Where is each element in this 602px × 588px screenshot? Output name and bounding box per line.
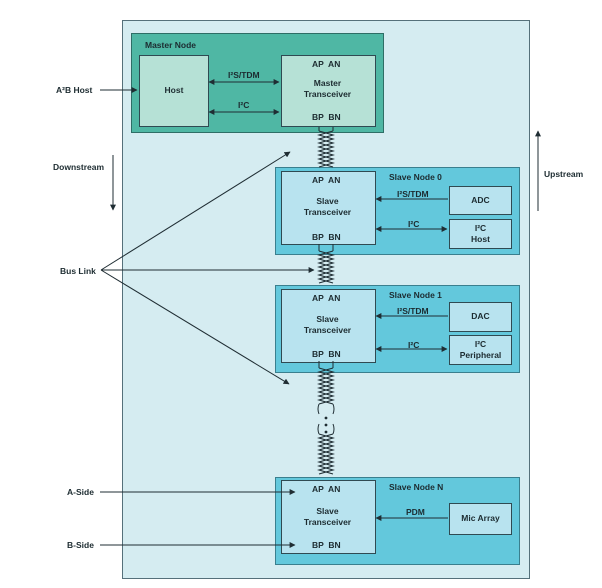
slave-0-trans-line2: Transceiver xyxy=(303,207,352,218)
twisted-pair-wire xyxy=(316,250,336,284)
slave-n-bp-bn: BP BN xyxy=(312,540,341,550)
master-ap-an: AP AN xyxy=(312,59,341,69)
slave-node-0-title: Slave Node 0 xyxy=(389,172,442,182)
bus-link-arrow-3 xyxy=(100,269,290,385)
master-transceiver-line2: Transceiver xyxy=(303,89,352,100)
master-host-label: Host xyxy=(164,85,184,96)
ellipsis-dot-3 xyxy=(324,430,328,434)
slave-node-1-title: Slave Node 1 xyxy=(389,290,442,300)
slave-0-transceiver-label: Slave Transceiver xyxy=(281,196,374,219)
slave-0-adc-box: ADC xyxy=(449,186,512,215)
master-link-i2c: I²C xyxy=(238,100,250,110)
master-transceiver-label: Master Transceiver xyxy=(281,78,374,101)
a-side-label: A-Side xyxy=(67,487,94,497)
slave-0-trans-line1: Slave xyxy=(316,196,339,206)
slave-n-trans-line2: Transceiver xyxy=(303,517,352,528)
master-transceiver xyxy=(281,55,376,127)
slave-1-bp-bn: BP BN xyxy=(312,349,341,359)
bus-connector-brackets xyxy=(317,127,335,435)
slave-0-bp-bn: BP BN xyxy=(312,232,341,242)
a2b-host-label: A²B Host xyxy=(56,85,93,95)
slave-1-i2c-peripheral-box: I²C Peripheral xyxy=(449,335,512,365)
slave-1-link-i2c: I²C xyxy=(408,340,420,350)
slave-1-ap-an: AP AN xyxy=(312,293,341,303)
slave-0-transceiver xyxy=(281,171,376,245)
slave-1-i2c-peripheral-line2: Peripheral xyxy=(459,350,502,360)
slave-1-transceiver xyxy=(281,289,376,363)
slave-node-n-title: Slave Node N xyxy=(389,482,444,492)
slave-1-i2c-peripheral-line1: I²C xyxy=(474,338,487,349)
slave-n-mic-array-box: Mic Array xyxy=(449,503,512,535)
master-host-box: Host xyxy=(139,55,209,127)
bus-link-arrow-1 xyxy=(100,151,291,271)
slave-0-i2c-host-line2: Host xyxy=(471,234,490,244)
slave-1-link-i2s: I²S/TDM xyxy=(397,306,429,316)
slave-0-i2c-host-line1: I²C xyxy=(474,222,487,233)
bus-link-label: Bus Link xyxy=(60,266,96,276)
twisted-pair-wire xyxy=(316,367,336,405)
slave-0-ap-an: AP AN xyxy=(312,175,341,185)
slave-0-adc-label: ADC xyxy=(471,194,490,205)
slave-1-trans-line1: Slave xyxy=(316,314,339,324)
slave-0-link-i2s: I²S/TDM xyxy=(397,189,429,199)
twisted-pair-wire xyxy=(316,130,336,168)
slave-n-transceiver xyxy=(281,480,376,554)
b-side-label: B-Side xyxy=(67,540,94,550)
slave-n-transceiver-label: Slave Transceiver xyxy=(281,506,374,529)
slave-1-dac-label: DAC xyxy=(471,311,490,322)
downstream-label: Downstream xyxy=(53,162,105,172)
master-link-i2s: I²S/TDM xyxy=(228,70,260,80)
master-transceiver-line1: Master xyxy=(313,78,342,88)
slave-1-transceiver-label: Slave Transceiver xyxy=(281,314,374,337)
slave-1-dac-box: DAC xyxy=(449,302,512,332)
slave-n-ap-an: AP AN xyxy=(312,484,341,494)
ellipsis-dot-2 xyxy=(324,423,328,427)
twisted-pair-segments xyxy=(316,130,336,475)
slave-0-link-i2c: I²C xyxy=(408,219,420,229)
twisted-pair-wire xyxy=(316,433,336,475)
upstream-label: Upstream xyxy=(544,169,584,179)
ellipsis-dot-1 xyxy=(324,416,328,420)
slave-n-trans-line1: Slave xyxy=(316,506,339,516)
twisted-pair-wire xyxy=(316,250,336,284)
twisted-pair-wire xyxy=(316,433,336,475)
master-node-title: Master Node xyxy=(145,40,197,50)
slave-1-trans-line2: Transceiver xyxy=(303,325,352,336)
slave-n-link-pdm: PDM xyxy=(406,507,425,517)
master-bp-bn: BP BN xyxy=(312,112,341,122)
slave-n-mic-array-label: Mic Array xyxy=(461,513,500,524)
slave-0-i2c-host-box: I²C Host xyxy=(449,219,512,249)
